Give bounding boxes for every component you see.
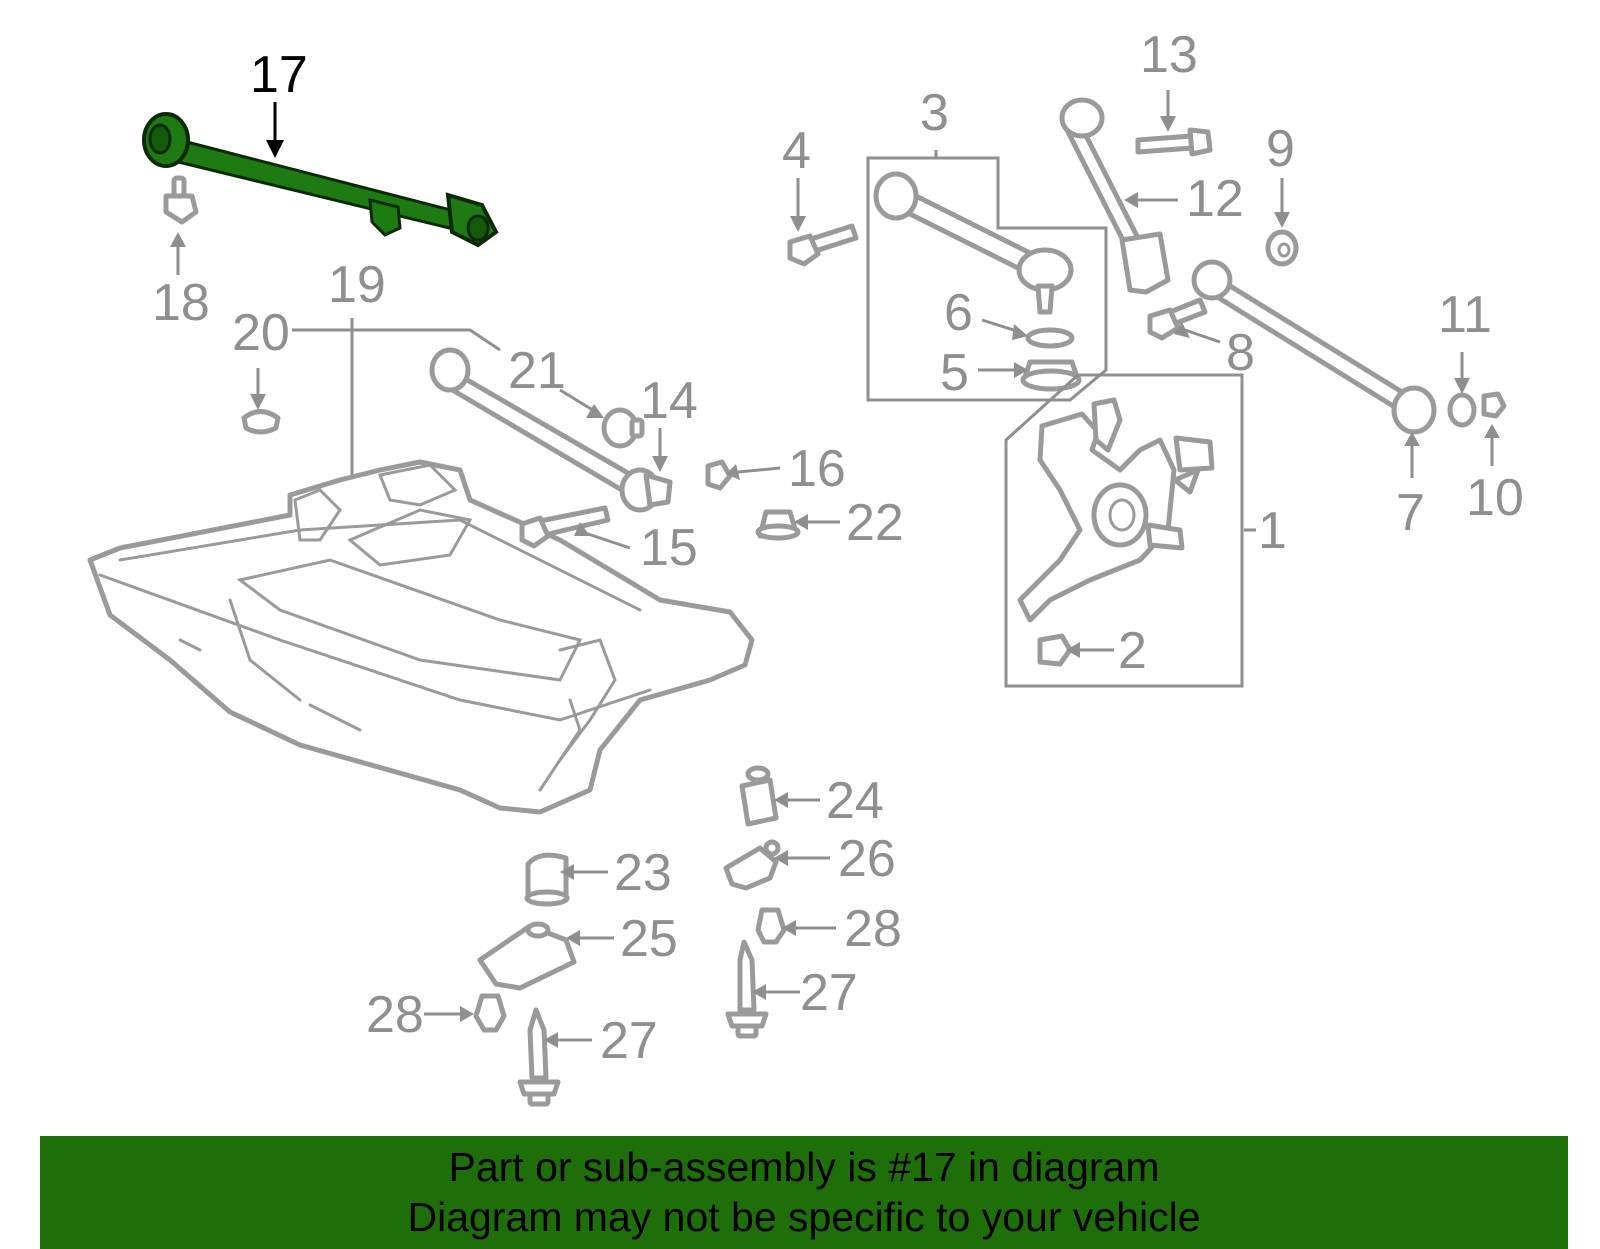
callout-18[interactable]: 18 [152, 274, 210, 332]
callout-25[interactable]: 25 [620, 910, 678, 968]
callout-15[interactable]: 15 [640, 519, 698, 577]
banner-line-2: Diagram may not be specific to your vehi… [407, 1194, 1201, 1240]
part-11-washer[interactable] [1447, 392, 1477, 428]
part-15-bolt[interactable] [519, 505, 611, 549]
part-4-bolt[interactable] [787, 223, 859, 267]
group-1-box [1004, 373, 1244, 688]
callout-13[interactable]: 13 [1140, 26, 1198, 84]
banner-line-1: Part or sub-assembly is #17 in diagram [448, 1144, 1160, 1190]
part-10-nut[interactable] [1481, 391, 1507, 419]
part-26-bracket[interactable] [723, 839, 781, 891]
callout-7[interactable]: 7 [1396, 484, 1425, 542]
part-3-upper-arm[interactable] [873, 171, 1074, 315]
part-13-bolt[interactable] [1135, 127, 1213, 157]
part-17-control-arm[interactable] [142, 112, 499, 248]
callout-28-upper[interactable]: 28 [844, 900, 902, 958]
callout-2[interactable]: 2 [1118, 622, 1147, 680]
callout-21[interactable]: 21 [508, 342, 566, 400]
part-19-subframe[interactable] [87, 459, 755, 815]
part-21-lower-arm[interactable] [429, 347, 673, 513]
callout-22[interactable]: 22 [846, 494, 904, 552]
callout-17[interactable]: 17 [250, 46, 308, 104]
callout-6[interactable]: 6 [944, 284, 973, 342]
callout-14[interactable]: 14 [640, 372, 698, 430]
part-24-cap[interactable] [739, 765, 779, 827]
part-14-nut[interactable] [601, 407, 645, 449]
callout-8[interactable]: 8 [1226, 324, 1255, 382]
callout-27-lower[interactable]: 27 [600, 1012, 658, 1070]
part-7-arm[interactable] [1191, 259, 1437, 435]
part-27-screw-lower[interactable] [517, 1007, 561, 1107]
callout-28-lower[interactable]: 28 [366, 986, 424, 1044]
callout-27-upper[interactable]: 27 [800, 964, 858, 1022]
part-28-nut-upper[interactable] [755, 907, 787, 945]
callout-26[interactable]: 26 [838, 830, 896, 888]
part-20-plug[interactable] [241, 409, 281, 435]
callout-16[interactable]: 16 [788, 440, 846, 498]
part-23-cap[interactable] [524, 852, 570, 907]
callout-10[interactable]: 10 [1466, 469, 1524, 527]
callout-1[interactable]: 1 [1258, 502, 1287, 560]
callout-3[interactable]: 3 [920, 84, 949, 142]
callout-9[interactable]: 9 [1266, 120, 1295, 178]
part-9-washer[interactable] [1265, 229, 1299, 267]
part-22-bushing[interactable] [755, 509, 801, 541]
part-5-boot[interactable] [1020, 359, 1082, 392]
info-banner: Part or sub-assembly is #17 in diagram D… [40, 1136, 1568, 1249]
part-6-ring[interactable] [1025, 327, 1075, 349]
part-25-plate[interactable] [477, 921, 577, 991]
part-16-nut[interactable] [705, 459, 733, 491]
callout-4[interactable]: 4 [782, 122, 811, 180]
part-2-nut[interactable] [1037, 633, 1073, 667]
part-18-bolt[interactable] [163, 175, 199, 225]
callout-11[interactable]: 11 [1438, 286, 1492, 344]
part-1-knuckle[interactable] [1017, 397, 1215, 623]
part-8-bolt[interactable] [1147, 297, 1208, 341]
arrow-17-icon [266, 140, 284, 158]
callout-24[interactable]: 24 [826, 772, 884, 830]
callout-20[interactable]: 20 [232, 304, 290, 362]
callout-19[interactable]: 19 [328, 256, 386, 314]
group-3-box [866, 156, 1108, 402]
part-28-nut-lower[interactable] [473, 993, 507, 1033]
part-27-screw-upper[interactable] [725, 939, 769, 1039]
part-12-arm[interactable] [1059, 97, 1171, 295]
callout-23[interactable]: 23 [614, 844, 672, 902]
callout-5[interactable]: 5 [940, 344, 969, 402]
callout-12[interactable]: 12 [1186, 170, 1244, 228]
